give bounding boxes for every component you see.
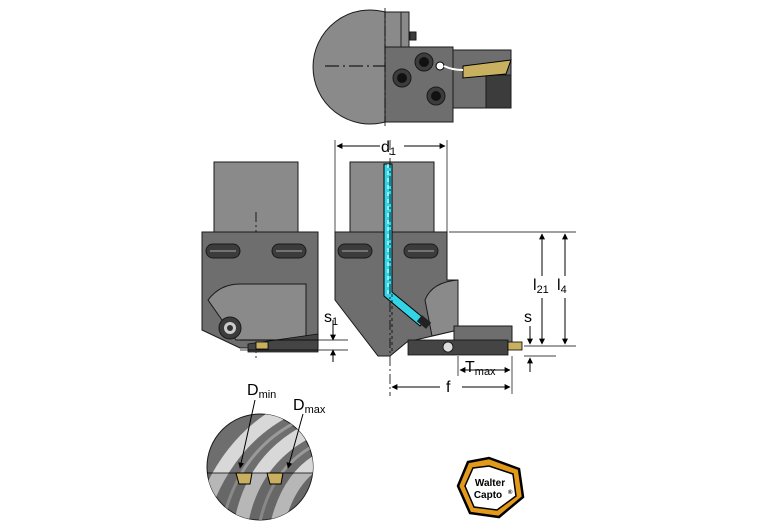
walter-capto-logo: Walter Capto ® bbox=[456, 456, 525, 519]
logo-line1: Walter bbox=[475, 478, 505, 489]
label-f: f bbox=[446, 379, 451, 396]
label-s: s bbox=[524, 309, 532, 326]
right-view-insert bbox=[507, 341, 523, 351]
label-l4: l4 bbox=[557, 277, 567, 296]
dimensions: d1 l21 l4 s Tmax f bbox=[334, 139, 576, 396]
detail-insert-min bbox=[235, 472, 253, 485]
logo-mark: ® bbox=[508, 489, 513, 496]
label-dmin: Dmin bbox=[247, 382, 276, 401]
groove-detail: Dmin Dmax bbox=[206, 382, 326, 521]
top-view-round-body bbox=[312, 9, 386, 125]
left-view-insert bbox=[255, 341, 269, 350]
label-l21: l21 bbox=[533, 277, 549, 296]
label-dmax: Dmax bbox=[293, 397, 326, 416]
top-view-coolant-port bbox=[435, 61, 445, 71]
top-view-cutting-insert bbox=[462, 59, 512, 79]
logo-line2: Capto bbox=[474, 490, 502, 501]
top-view bbox=[312, 8, 512, 126]
detail-insert-max bbox=[266, 472, 284, 485]
label-d1: d1 bbox=[381, 139, 396, 158]
label-tmax: Tmax bbox=[465, 359, 496, 378]
right-side-view bbox=[334, 140, 523, 396]
left-side-view: s1 bbox=[201, 161, 348, 362]
label-s1: s1 bbox=[324, 309, 338, 328]
right-view-blade bbox=[407, 339, 509, 356]
top-view-upper-block bbox=[384, 11, 410, 48]
